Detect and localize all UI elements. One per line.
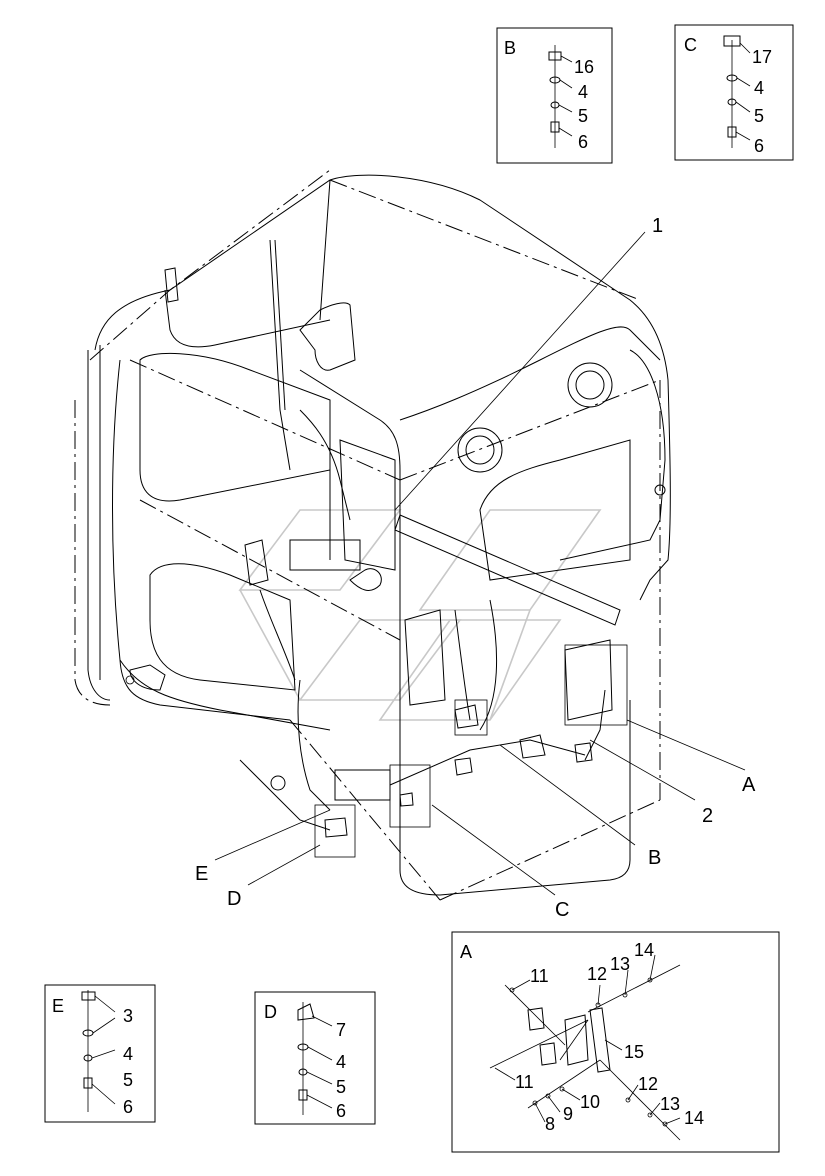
detail-C-item-4: 4 (754, 78, 764, 98)
detail-B-item-16: 16 (574, 57, 594, 77)
detail-A-item-9: 9 (563, 1104, 573, 1124)
detail-C-item-17: 17 (752, 47, 772, 67)
detail-B-item-5: 5 (578, 106, 588, 126)
wiring-harness (239, 239, 666, 838)
detail-A-item-8: 8 (545, 1114, 555, 1134)
main-callouts: 1 2 A B C D E (195, 215, 756, 921)
detail-E-item-3: 3 (123, 1006, 133, 1026)
leader-lines (214, 231, 746, 896)
detail-A-label: A (460, 942, 472, 962)
detail-D-item-6: 6 (336, 1101, 346, 1121)
detail-A-item-12-top: 12 (587, 964, 607, 984)
detail-view-A: A 11 12 13 14 15 (451, 931, 780, 1153)
detail-view-B: B 16 4 5 6 (496, 27, 613, 164)
callout-2: 2 (702, 805, 713, 827)
detail-C-label: C (684, 35, 697, 55)
cab-outline-dashed (74, 169, 661, 901)
detail-A-item-13-bottom: 13 (660, 1094, 680, 1114)
detail-E-item-6: 6 (123, 1097, 133, 1117)
detail-E-item-5: 5 (123, 1070, 133, 1090)
detail-A-item-15: 15 (624, 1042, 644, 1062)
cab-body (87, 174, 671, 896)
callout-B: B (648, 847, 661, 869)
callout-C: C (555, 899, 569, 921)
detail-B-label: B (504, 38, 516, 58)
detail-view-E: E 3 4 5 6 (44, 984, 156, 1123)
callout-A: A (742, 774, 756, 796)
callout-E: E (195, 863, 208, 885)
detail-A-item-14-bottom: 14 (684, 1108, 704, 1128)
detail-D-item-4: 4 (336, 1052, 346, 1072)
detail-D-item-7: 7 (336, 1020, 346, 1040)
detail-A-item-11-bottom: 11 (515, 1072, 534, 1092)
detail-view-D: D 7 4 5 6 (254, 991, 376, 1125)
callout-D: D (227, 888, 241, 910)
detail-B-item-6: 6 (578, 132, 588, 152)
detail-C-item-5: 5 (754, 106, 764, 126)
watermark-logo (238, 509, 602, 721)
detail-E-item-4: 4 (123, 1044, 133, 1064)
detail-A-item-12-bottom: 12 (638, 1074, 658, 1094)
detail-B-item-4: 4 (578, 82, 588, 102)
callout-1: 1 (652, 215, 663, 237)
detail-A-item-11-top: 11 (530, 966, 549, 986)
detail-D-item-5: 5 (336, 1077, 346, 1097)
location-boxes (314, 644, 628, 858)
detail-view-C: C 17 4 5 6 (674, 24, 794, 161)
detail-E-label: E (52, 996, 64, 1016)
detail-C-item-6: 6 (754, 136, 764, 156)
detail-A-item-14-top: 14 (634, 940, 654, 960)
detail-D-label: D (264, 1002, 277, 1022)
detail-A-item-13-top: 13 (610, 954, 630, 974)
detail-A-item-10: 10 (580, 1092, 600, 1112)
